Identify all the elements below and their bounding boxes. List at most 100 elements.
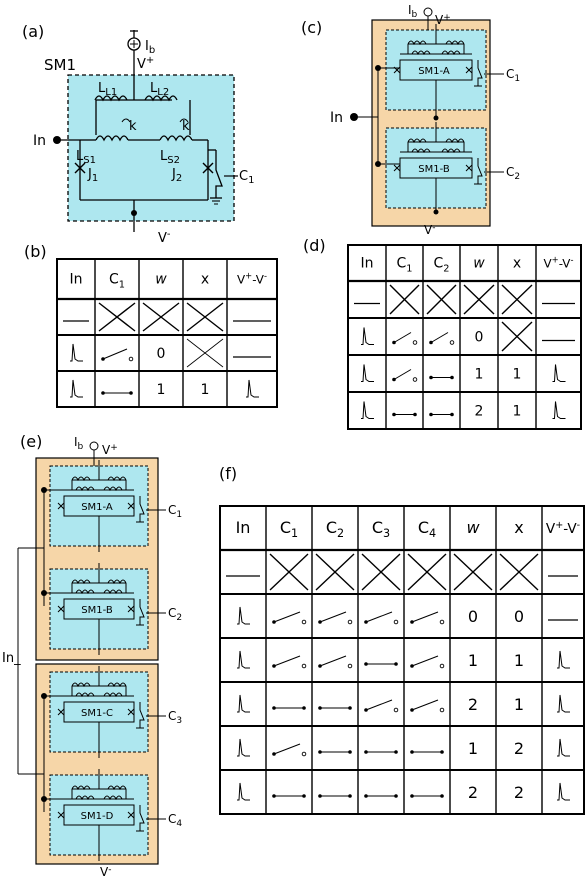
switch-open-icon	[364, 611, 399, 625]
vminus-label: V-	[100, 865, 111, 876]
switch-c1-icon	[215, 150, 223, 198]
switch-icon	[139, 496, 145, 522]
cell-value: 0	[514, 607, 524, 626]
header-w: w	[466, 518, 480, 537]
cell-value: 1	[513, 367, 522, 383]
header-c3: C3	[372, 518, 390, 540]
header-w: w	[155, 271, 167, 287]
switch-closed-icon	[318, 706, 352, 710]
panel-c-label: (c)	[301, 18, 323, 37]
header-in: In	[360, 255, 373, 271]
svg-text:1: 1	[475, 367, 484, 383]
pulse-icon	[557, 650, 570, 669]
table-grid	[219, 505, 585, 815]
header-in: In	[69, 271, 82, 287]
svg-text:1: 1	[157, 382, 166, 398]
pulse-icon	[70, 343, 83, 362]
switch-open-icon	[410, 699, 445, 713]
bias-label: Ib	[408, 3, 418, 20]
pulse-icon	[557, 694, 570, 713]
junction-icon	[127, 605, 135, 613]
cell-value: 0	[157, 346, 166, 362]
pulse-icon	[361, 327, 374, 345]
ls2-label: LS2	[160, 149, 180, 166]
panel-e-label: (e)	[20, 432, 43, 451]
switch-open-icon	[364, 699, 399, 713]
junction-icon	[57, 811, 65, 819]
switch-open-icon	[272, 611, 307, 625]
control-label-1: C1	[168, 503, 182, 520]
switch-closed-icon	[392, 412, 417, 417]
svg-text:0: 0	[468, 607, 478, 626]
pulse-icon	[552, 364, 566, 382]
switch-icon	[139, 805, 145, 831]
svg-text:2: 2	[514, 739, 524, 758]
header-w: w	[473, 255, 485, 271]
cell-value: 2	[514, 783, 524, 802]
pulse-icon	[557, 738, 570, 757]
svg-text:1: 1	[513, 367, 522, 383]
switch-closed-icon	[318, 794, 352, 798]
pulse-icon	[237, 606, 250, 625]
cell-value: 1	[468, 651, 478, 670]
vplus-label: V+	[102, 443, 118, 457]
header-vv: V+-V-	[546, 520, 580, 537]
cell-value: 1	[201, 382, 210, 398]
control-label-2: C2	[168, 606, 182, 623]
panel-d-label: (d)	[303, 236, 326, 255]
cross-icon	[186, 302, 224, 332]
vplus-label: V+	[435, 13, 451, 27]
cell-value: 1	[514, 651, 524, 670]
svg-text:0: 0	[514, 607, 524, 626]
svg-text:0: 0	[475, 330, 484, 346]
switch-closed-icon	[101, 391, 133, 395]
input-label: In	[33, 133, 46, 149]
cross-icon	[426, 284, 457, 315]
svg-text:2: 2	[468, 783, 478, 802]
header-x: x	[513, 255, 521, 271]
switch-open-icon	[272, 743, 307, 757]
table-row	[226, 553, 578, 591]
header-c1: C1	[280, 518, 298, 540]
cross-icon	[98, 302, 136, 332]
cell-value: 2	[468, 695, 478, 714]
cross-icon	[501, 284, 533, 315]
l2-label: LL2	[150, 81, 169, 98]
header-x: x	[514, 518, 523, 537]
svg-text:2: 2	[514, 783, 524, 802]
junction-icon	[465, 164, 473, 172]
cell-value: 1	[475, 367, 484, 383]
junction-icon	[127, 811, 135, 819]
cross-icon	[463, 284, 495, 315]
cell-value: 1	[157, 382, 166, 398]
junction-icon	[127, 708, 135, 716]
junction-icon	[57, 708, 65, 716]
switch-open-icon	[101, 348, 134, 362]
sm1-circuit: SM1 Ib V+ LL1 LL2 LS1 LS2 k k In J1 J2 C…	[33, 30, 254, 246]
module-label: SM1	[44, 56, 76, 74]
pulse-icon	[70, 379, 83, 398]
cell-value: 2	[468, 783, 478, 802]
switch-closed-icon	[410, 794, 444, 798]
inductor-ls2-icon	[159, 135, 193, 142]
pulse-icon	[361, 364, 374, 382]
table-row: 0	[361, 321, 575, 352]
input-label: In	[330, 110, 343, 126]
pulse-icon	[246, 379, 259, 398]
bias-source-icon	[423, 7, 433, 17]
junction-icon	[127, 502, 135, 510]
switch-icon	[139, 599, 145, 625]
switch-icon	[139, 702, 145, 728]
c1-label: C1	[239, 169, 254, 186]
input-label: In_	[2, 651, 21, 666]
header-c1: C1	[109, 271, 125, 290]
table-grid	[347, 244, 582, 430]
switch-open-icon	[318, 611, 353, 625]
